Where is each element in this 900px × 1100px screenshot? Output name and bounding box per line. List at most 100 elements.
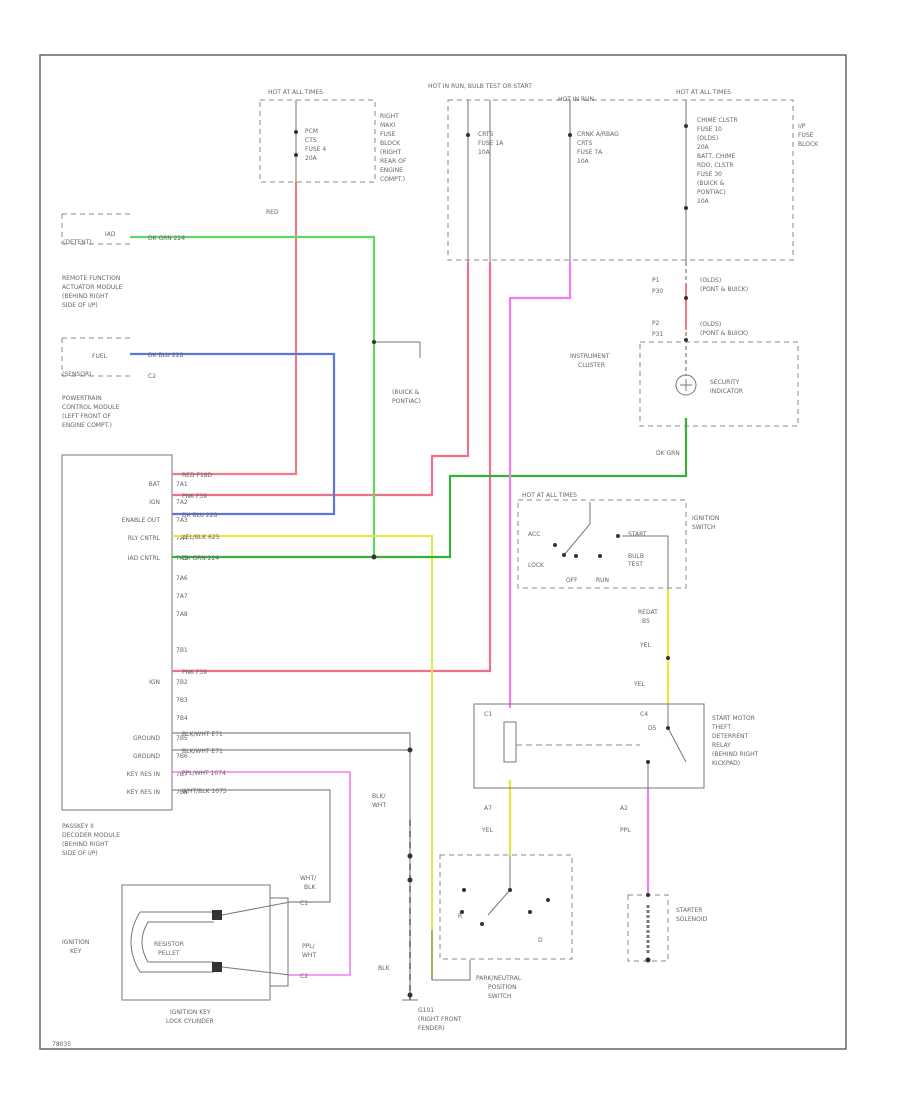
ip-fuse-block-label: I/P FUSE BLOCK bbox=[798, 123, 819, 148]
pcm-pin-number: 7B5 bbox=[176, 735, 188, 742]
pcm-pin-number: 7B7 bbox=[176, 771, 188, 778]
hot-at-all-times-label-2: HOT AT ALL TIMES bbox=[676, 89, 731, 96]
fuel-sensor-component: FUEL(SENSOR) C2 bbox=[61, 337, 156, 380]
svg-text:ACC: ACC bbox=[528, 531, 540, 538]
pcm-pin-number: 7B8 bbox=[176, 789, 188, 796]
pcm-pin-number: 7B3 bbox=[176, 697, 188, 704]
fuse-crts-1a-text: CRTS FUSE 1A 10A bbox=[478, 131, 505, 156]
wire-label-gnd2: BLK/WHT E71 bbox=[182, 748, 223, 755]
wire-label-ign2: PNK F39 bbox=[182, 669, 207, 676]
svg-text:(OLDS)(PONT & BUICK): (OLDS)(PONT & BUICK) bbox=[700, 277, 748, 293]
wire-ppl-key bbox=[172, 771, 351, 976]
svg-text:IAD(DETENT): IAD(DETENT) bbox=[63, 231, 116, 246]
svg-text:D: D bbox=[538, 937, 543, 944]
fuse-box-ip: HOT IN RUN, BULB TEST OR START HOT IN RU… bbox=[428, 83, 819, 262]
wire-label-fuel: DK BLU 228 bbox=[148, 352, 184, 359]
buick-pontiac-label: (BUICK & PONTIAC) bbox=[392, 389, 421, 405]
pcm-pin-label: ENABLE OUT bbox=[122, 517, 161, 524]
wire-label-key1: PPL/WHT 1074 bbox=[182, 770, 226, 777]
wire-label-gnd1: BLK/WHT E71 bbox=[182, 731, 223, 738]
pcm-pin-number: 7A8 bbox=[176, 611, 188, 618]
wire-label-iad-top: DK GRN 224 bbox=[148, 235, 185, 242]
wire-green-iad bbox=[130, 235, 376, 557]
wire-label-iad: DK GRN 224 bbox=[182, 555, 219, 562]
svg-text:FUEL(SENSOR): FUEL(SENSOR) bbox=[62, 353, 108, 378]
svg-text:OFF: OFF bbox=[566, 577, 578, 584]
pcm-pin-number: 7A6 bbox=[176, 575, 188, 582]
security-indicator-lamp bbox=[675, 374, 697, 396]
diagram-code: 78035 bbox=[52, 1041, 71, 1048]
svg-text:HOT AT ALL TIMES: HOT AT ALL TIMES bbox=[522, 492, 577, 499]
pcm-pin-label: BAT bbox=[149, 481, 161, 488]
iad-detent-component: IAD(DETENT) bbox=[61, 213, 130, 246]
pcm-pin-label: GROUND bbox=[133, 735, 160, 742]
hot-in-run-label: HOT IN RUN, BULB TEST OR START bbox=[428, 83, 532, 90]
pcm-pin-label: IAD CNTRL bbox=[128, 555, 161, 562]
pcm-pin-label: KEY RES IN bbox=[127, 789, 160, 796]
svg-text:LOCK: LOCK bbox=[528, 562, 545, 569]
start-motor-relay: START MOTOR THEFT DETERRENT RELAY (BEHIN… bbox=[473, 703, 760, 789]
fuse-pcm-text: PCM CTS FUSE 4 20A bbox=[305, 128, 328, 162]
wire-yellow-rly bbox=[172, 535, 433, 980]
passkey-label: PASSKEY II DECODER MODULE (BEHIND RIGHT … bbox=[62, 823, 122, 857]
yel-label-1: YEL bbox=[639, 642, 651, 649]
fuse-box-pcm: HOT AT ALL TIMES PCM CTS FUSE 4 20A RIGH… bbox=[259, 89, 408, 183]
diagram-frame bbox=[39, 54, 847, 1050]
pcm-pin-number: 7B4 bbox=[176, 715, 188, 722]
pcm-label: POWERTRAIN CONTROL MODULE (LEFT FRONT OF… bbox=[62, 395, 121, 429]
remote-function-module-label: REMOTE FUNCTION ACTUATOR MODULE (BEHIND … bbox=[62, 275, 124, 309]
wire-pink-ign bbox=[172, 262, 470, 497]
svg-text:C1: C1 bbox=[484, 711, 492, 718]
pcm-pin-label: IGN bbox=[149, 499, 160, 506]
pcm-pin-label: KEY RES IN bbox=[127, 771, 160, 778]
pcm-pin-label: RLY CNTRL bbox=[128, 535, 161, 542]
wire-label-key2: WHT/BLK 1075 bbox=[182, 788, 227, 795]
g101-label: G101 (RIGHT FRONT FENDER) bbox=[418, 1007, 463, 1032]
svg-text:A2: A2 bbox=[620, 805, 628, 812]
pcm-box bbox=[61, 454, 173, 811]
pcm-pin-number: 7A3 bbox=[176, 517, 188, 524]
yel-label-3: YEL bbox=[481, 827, 493, 834]
wire-pink-crank bbox=[508, 262, 572, 708]
svg-text:START: START bbox=[628, 531, 647, 538]
svg-text:P30: P30 bbox=[652, 288, 663, 295]
pcm-pin-number: 7A5 bbox=[176, 555, 188, 562]
wire-red-bat bbox=[172, 182, 298, 476]
svg-text:PPL/WHT: PPL/WHT bbox=[302, 943, 316, 959]
svg-text:START MOTOR THEFT: START MOTOR THEFT DETERRENT RELAY (BEHIN… bbox=[711, 715, 760, 767]
pcm-pin-number: 7A7 bbox=[176, 593, 188, 600]
wire-label-enable: DK BLU 228 bbox=[182, 512, 218, 519]
svg-text:A7: A7 bbox=[484, 805, 492, 812]
svg-text:DK GRN: DK GRN bbox=[656, 450, 680, 457]
pcm-pin-number: 7B6 bbox=[176, 753, 188, 760]
pcm-pin-label: IGN bbox=[149, 679, 160, 686]
wire-green-dkgrn bbox=[172, 418, 688, 559]
maxi-fuse-block-label: RIGHT MAXI FUSE BLOCK (RIGHT REAR OF ENG… bbox=[380, 113, 408, 183]
svg-text:C1: C1 bbox=[300, 900, 308, 907]
pcm-pin-label: GROUND bbox=[133, 753, 160, 760]
svg-text:BLK/WHT: BLK/WHT bbox=[372, 793, 386, 809]
wire-red-label: RED bbox=[266, 209, 279, 216]
pcm-pin-number: 7B1 bbox=[176, 647, 188, 654]
svg-text:P2: P2 bbox=[652, 320, 660, 327]
wire-pink-ign2 bbox=[172, 262, 492, 673]
wire-label-bat: RED F18D bbox=[182, 472, 213, 479]
pcm-pin-number: 7A4 bbox=[176, 535, 188, 542]
svg-text:RUN: RUN bbox=[596, 577, 609, 584]
blk-label: BLK bbox=[378, 965, 390, 972]
hot-at-all-times-label-1: HOT AT ALL TIMES bbox=[268, 89, 323, 96]
svg-text:C2: C2 bbox=[300, 973, 308, 980]
